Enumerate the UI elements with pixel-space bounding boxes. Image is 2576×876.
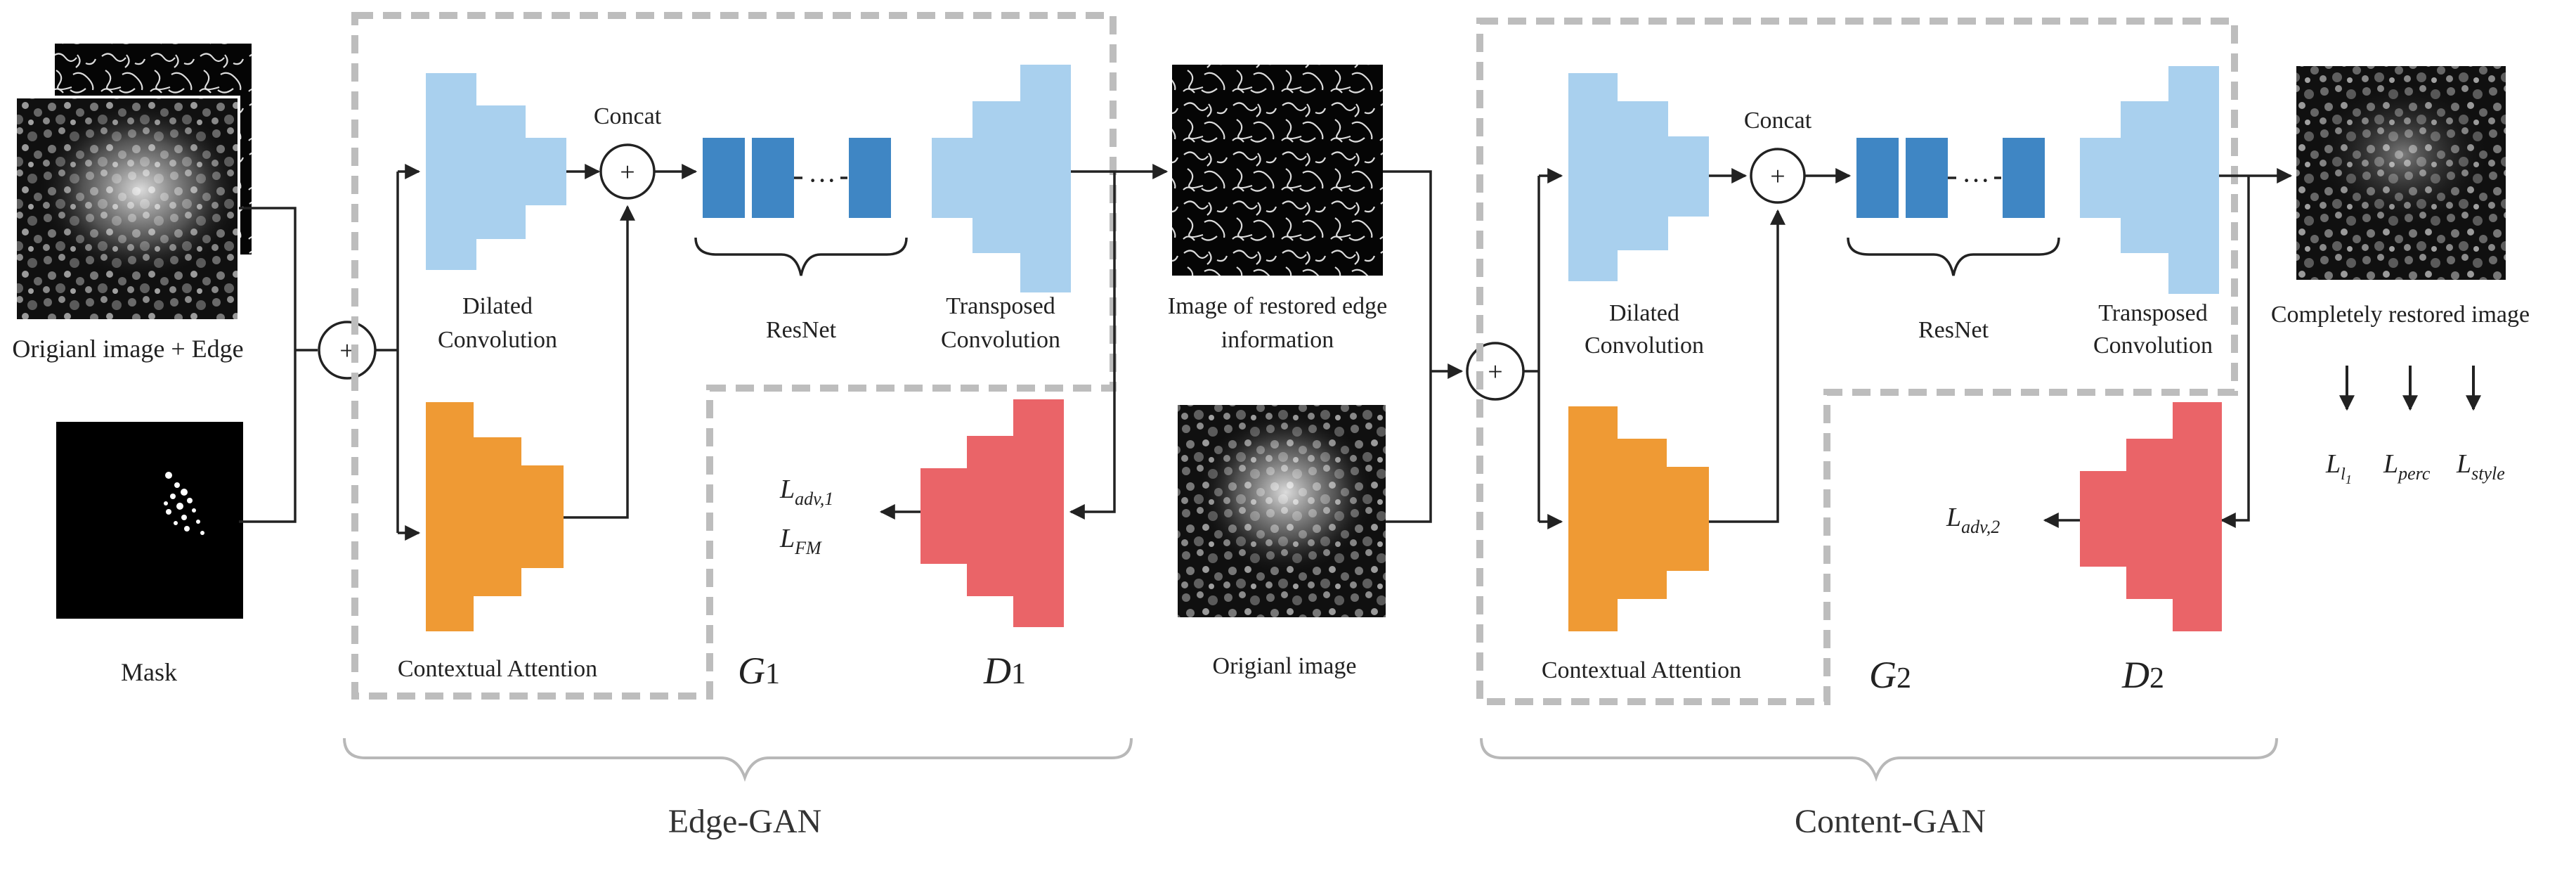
discriminator-2 bbox=[2080, 402, 2222, 631]
edge-image-label-line2: information bbox=[1221, 327, 1334, 353]
mask-image bbox=[56, 422, 243, 619]
resnet-1-dots: ··· bbox=[808, 165, 836, 196]
transposed-conv-2-label-line2: Convolution bbox=[2093, 333, 2213, 359]
content-gan-label: Content-GAN bbox=[1795, 803, 1986, 840]
transposed-conv-2-label-line1: Transposed bbox=[2098, 300, 2208, 326]
dilated-conv-1 bbox=[426, 73, 566, 270]
loss-adv2: Ladv,2 bbox=[1946, 503, 2000, 537]
loss-fm: LFM bbox=[779, 524, 822, 558]
resnet-2 bbox=[1856, 138, 2045, 218]
edge-gan-label: Edge-GAN bbox=[668, 803, 822, 840]
arrow-g2-d2 bbox=[2220, 176, 2250, 528]
generator-1-boundary bbox=[351, 12, 1117, 700]
arrow-attention2-concat bbox=[1709, 209, 1785, 523]
dilated-conv-2-label-line1: Dilated bbox=[1609, 300, 1679, 326]
transposed-conv-2 bbox=[2080, 66, 2219, 294]
resnet-2-label: ResNet bbox=[1918, 317, 1989, 343]
resnet-2-brace bbox=[1847, 237, 2060, 276]
transposed-conv-1 bbox=[932, 65, 1071, 292]
middle-connectors bbox=[1383, 170, 1464, 523]
transposed-conv-1-label-line2: Convolution bbox=[941, 327, 1060, 353]
transposed-conv-1-label-line1: Transposed bbox=[946, 293, 1055, 319]
edge-gan-brace bbox=[343, 737, 1133, 782]
dilated-conv-2 bbox=[1568, 73, 1709, 281]
contextual-attention-2-label: Contextual Attention bbox=[1542, 657, 1741, 683]
concat-1-label: Concat bbox=[594, 103, 662, 129]
dilated-conv-1-label-line1: Dilated bbox=[462, 293, 533, 319]
restored-edge-image bbox=[1172, 65, 1383, 276]
d1-label: D1 bbox=[983, 650, 1026, 692]
loss-style: Lstyle bbox=[2456, 449, 2505, 484]
original-image bbox=[1178, 405, 1386, 617]
resnet-2-dots: ··· bbox=[1962, 165, 1990, 196]
g2-branch-lines bbox=[1523, 168, 1563, 529]
contextual-attention-1 bbox=[426, 402, 564, 631]
input-connectors bbox=[239, 207, 318, 523]
g1-label: G1 bbox=[738, 650, 780, 692]
concat-2-label: Concat bbox=[1744, 108, 1812, 134]
original-image-label: Origianl image bbox=[1213, 653, 1357, 679]
adder-plus-2: + bbox=[1488, 357, 1502, 387]
input-image-label: Origianl image + Edge bbox=[12, 335, 243, 363]
generator-2-boundary bbox=[1476, 18, 2238, 705]
restored-image bbox=[2296, 66, 2506, 280]
g2-label: G2 bbox=[1869, 654, 1911, 696]
adder-plus-1: + bbox=[339, 336, 354, 366]
contextual-attention-2 bbox=[1568, 406, 1709, 631]
input-original-image bbox=[14, 96, 246, 322]
resnet-1-brace bbox=[694, 237, 908, 276]
loss-arrows bbox=[2339, 366, 2481, 411]
dilated-conv-2-label-line2: Convolution bbox=[1585, 333, 1704, 359]
discriminator-1 bbox=[921, 399, 1064, 627]
loss-adv1: Ladv,1 bbox=[779, 475, 833, 509]
loss-l1: Ll1 bbox=[2325, 449, 2352, 487]
resnet-1 bbox=[703, 138, 891, 218]
d2-label: D2 bbox=[2121, 654, 2164, 696]
g1-branch-lines bbox=[375, 164, 421, 541]
restored-image-label: Completely restored image bbox=[2271, 302, 2530, 328]
mask-label: Mask bbox=[121, 658, 177, 686]
concat-plus-1: + bbox=[620, 157, 635, 187]
arrow-attention1-concat bbox=[564, 205, 635, 519]
resnet-1-label: ResNet bbox=[766, 317, 837, 343]
dilated-conv-1-label-line2: Convolution bbox=[438, 327, 557, 353]
contextual-attention-1-label: Contextual Attention bbox=[398, 656, 597, 682]
arrow-g1-d1 bbox=[1069, 172, 1116, 520]
edge-image-label-line1: Image of restored edge bbox=[1168, 293, 1387, 319]
content-gan-brace bbox=[1480, 737, 2278, 782]
concat-plus-2: + bbox=[1770, 162, 1785, 191]
loss-perc: Lperc bbox=[2383, 449, 2431, 484]
